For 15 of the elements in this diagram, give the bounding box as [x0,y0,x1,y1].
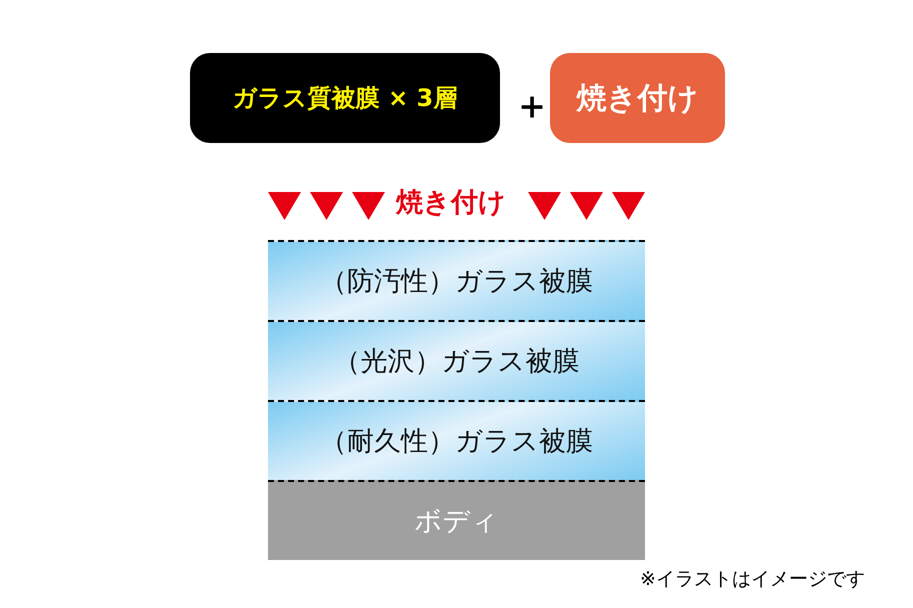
process-label: 焼き付け [396,186,506,220]
layer-label: （防汚性）ガラス被膜 [320,265,593,299]
process-label: 焼き付け [576,80,698,118]
layer-label: （光沢）ガラス被膜 [334,345,580,379]
title-box [190,53,500,143]
note-text: ※イラストはイメージです [640,567,865,592]
title-text: ガラス質被膜 × 3層 [232,83,458,114]
coating-layer [268,240,645,320]
process-box [550,53,725,143]
body-layer [268,480,645,560]
coating-layer [268,320,645,400]
layer-label: （耐久性）ガラス被膜 [320,425,593,459]
layer-label: ボディ [414,505,498,539]
plus-sign: ＋ [513,82,551,129]
coating-layer [268,400,645,480]
